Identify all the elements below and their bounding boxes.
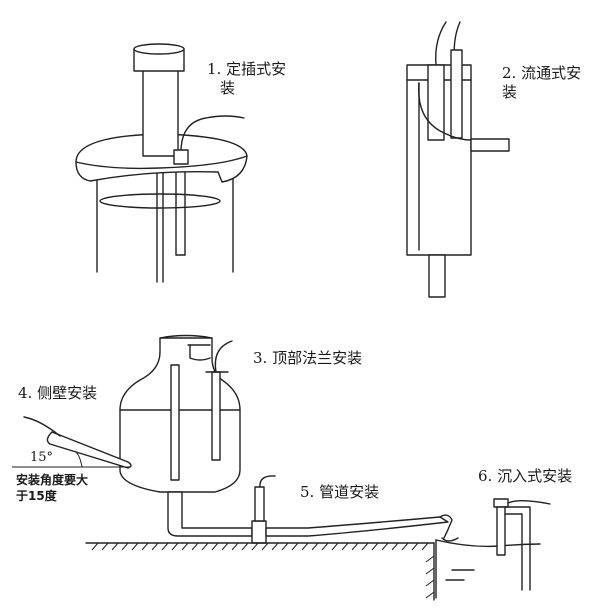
label-fixed-insert: 1. 定插式安 装 — [207, 60, 286, 98]
label-submersion: 6. 沉入式安装 — [478, 467, 573, 485]
label-angle-note-line2: 于15度 — [16, 489, 57, 503]
fixed-insert-illustration — [75, 43, 248, 283]
label-angle: 15° — [30, 450, 54, 465]
label-angle-note-line1: 安装角度要大 — [16, 473, 89, 487]
label-pipeline: 5. 管道安装 — [300, 483, 380, 501]
label-side-wall: 4. 侧壁安装 — [18, 384, 98, 402]
label-flow-through: 2. 流通式安 装 — [502, 64, 581, 102]
label-flow-through-line1: 2. 流通式安 — [502, 64, 582, 82]
submersion-illustration — [435, 498, 551, 599]
top-flange-illustration — [119, 334, 253, 537]
label-angle-note: 安装角度要大 于15度 — [16, 472, 88, 504]
ground-line — [85, 542, 435, 601]
label-top-flange: 3. 顶部法兰安装 — [253, 349, 363, 367]
flow-through-illustration — [406, 21, 510, 298]
side-wall-illustration — [12, 416, 132, 469]
label-fixed-insert-line1: 1. 定插式安 — [207, 60, 287, 78]
label-fixed-insert-line2: 装 — [220, 79, 236, 97]
label-flow-through-line2: 装 — [502, 83, 518, 101]
